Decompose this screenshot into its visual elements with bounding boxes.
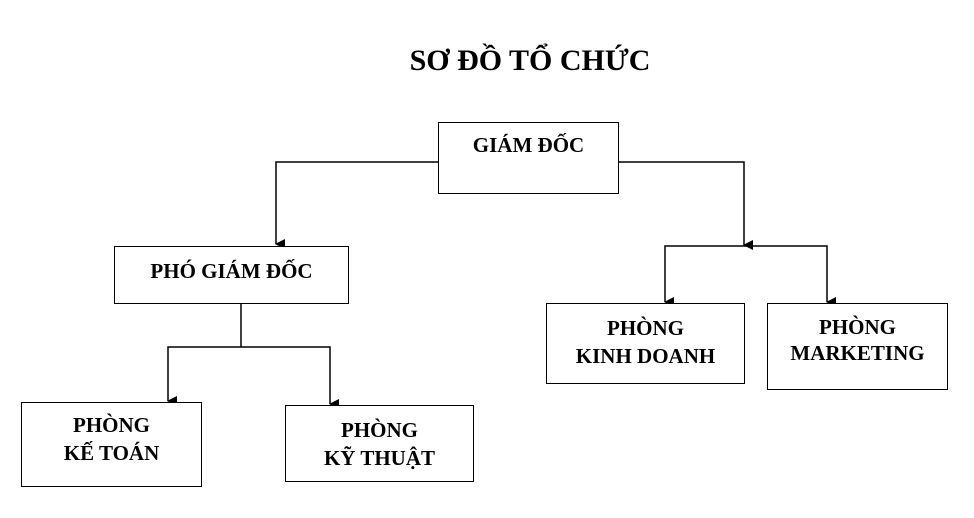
node-technical-line1: PHÒNG <box>341 418 418 442</box>
connector-director-right-branch <box>618 161 753 250</box>
node-marketing: PHÒNG MARKETING <box>767 303 948 390</box>
node-deputy-director: PHÓ GIÁM ĐỐC <box>114 246 349 304</box>
node-marketing-line2: MARKETING <box>790 341 925 365</box>
diagram-title: SƠ ĐỒ TỔ CHỨC <box>409 44 651 77</box>
node-marketing-line1: PHÒNG <box>819 315 896 339</box>
node-sales: PHÒNG KINH DOANH <box>546 303 745 384</box>
node-accounting-line1: PHÒNG <box>73 413 150 437</box>
node-accounting: PHÒNG KẾ TOÁN <box>21 402 202 487</box>
connector-branch-sales <box>664 245 744 307</box>
node-technical-line2: KỸ THUẬT <box>323 446 436 470</box>
connector-director-deputy <box>275 161 438 249</box>
node-director: GIÁM ĐỐC <box>438 122 619 194</box>
node-sales-line2: KINH DOANH <box>575 344 716 368</box>
node-director-label: GIÁM ĐỐC <box>472 133 585 157</box>
connector-deputy-technical <box>241 346 339 409</box>
node-technical: PHÒNG KỸ THUẬT <box>285 405 474 482</box>
connector-branch-marketing <box>744 245 836 307</box>
node-sales-line1: PHÒNG <box>607 316 684 340</box>
node-deputy-director-label: PHÓ GIÁM ĐỐC <box>150 259 313 283</box>
node-accounting-line2: KẾ TOÁN <box>63 441 160 465</box>
connector-deputy-accounting <box>167 346 241 406</box>
